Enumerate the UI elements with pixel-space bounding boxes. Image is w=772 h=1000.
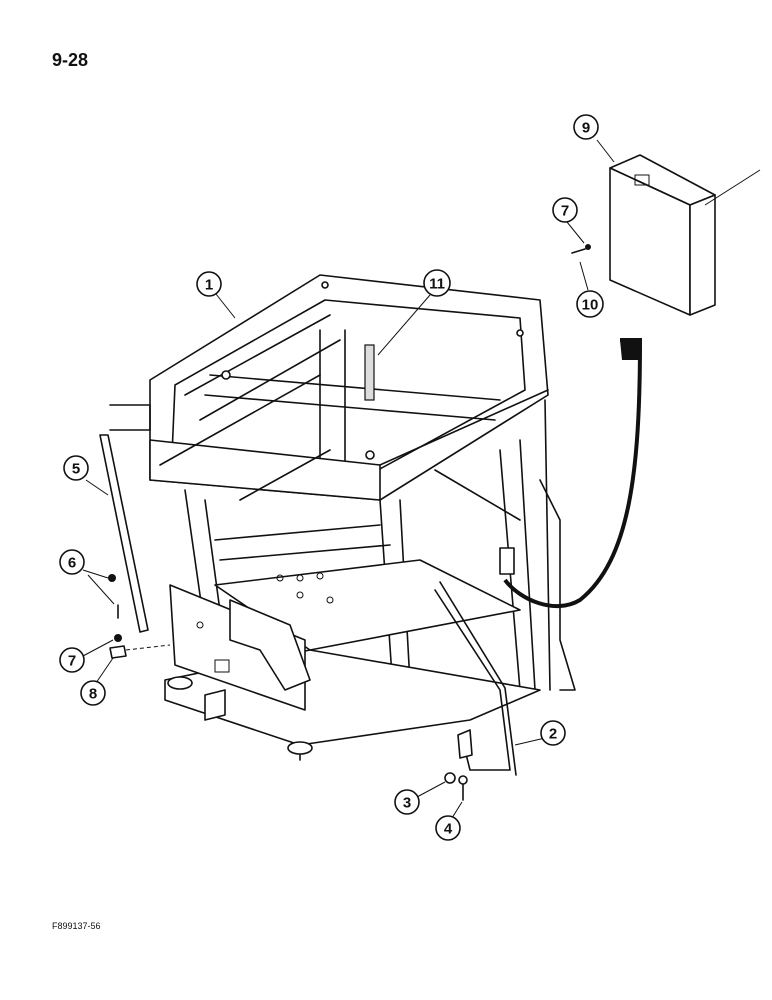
callout-9: 9 xyxy=(573,114,599,140)
page-number: 9-28 xyxy=(52,50,89,70)
handrail xyxy=(434,589,511,771)
callout-7-left: 7 xyxy=(59,647,85,673)
svg-text:8: 8 xyxy=(89,686,97,703)
wiring-harness xyxy=(503,338,643,609)
svg-text:5: 5 xyxy=(72,461,80,478)
svg-text:4: 4 xyxy=(444,821,453,838)
trim-strip xyxy=(99,434,149,633)
svg-text:11: 11 xyxy=(429,276,445,293)
svg-text:3: 3 xyxy=(403,795,411,812)
callout-8: 8 xyxy=(80,680,106,706)
svg-text:7: 7 xyxy=(68,653,76,670)
svg-text:1: 1 xyxy=(205,277,213,294)
callout-5: 5 xyxy=(63,455,89,481)
nut xyxy=(114,634,122,642)
callout-11: 11 xyxy=(423,269,451,297)
callout-7-right: 7 xyxy=(552,197,578,223)
svg-text:6: 6 xyxy=(68,555,76,572)
cab-frame xyxy=(149,274,551,761)
svg-text:7: 7 xyxy=(561,203,569,220)
callout-6: 6 xyxy=(59,549,85,575)
control-module xyxy=(571,154,761,316)
svg-text:9: 9 xyxy=(582,120,590,137)
callout-1: 1 xyxy=(196,271,222,297)
callout-10: 10 xyxy=(576,290,604,318)
svg-text:2: 2 xyxy=(549,726,557,743)
callout-4: 4 xyxy=(435,815,461,841)
svg-text:10: 10 xyxy=(582,297,599,314)
callout-3: 3 xyxy=(394,789,420,815)
clip xyxy=(109,645,127,659)
washer xyxy=(444,772,456,784)
callout-2: 2 xyxy=(540,720,566,746)
screw xyxy=(108,574,116,582)
leader-lines xyxy=(82,139,615,819)
figure-code: F899137-56 xyxy=(52,921,101,931)
